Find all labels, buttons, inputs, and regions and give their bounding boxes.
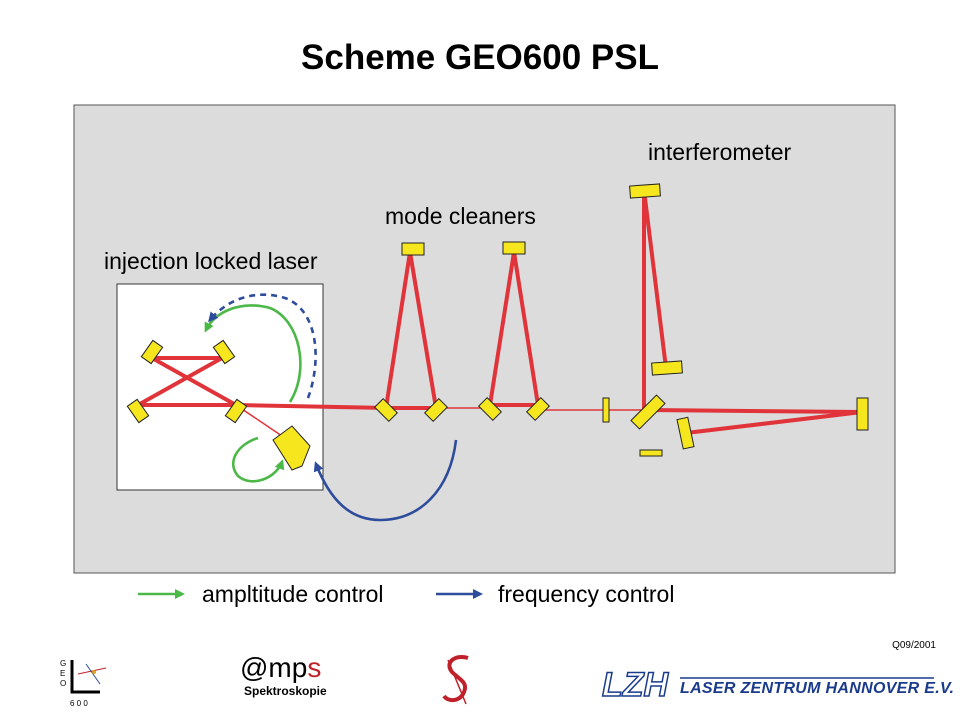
label-interferometer: interferometer xyxy=(648,139,792,165)
ifo-far-mirror xyxy=(856,397,869,431)
lzh-mark: LZH xyxy=(602,666,670,702)
mc2-right-mirror xyxy=(525,396,551,422)
master-laser xyxy=(272,425,311,471)
laser-mirror-bottom-right xyxy=(224,398,248,424)
legend: ampltitude control frequency control xyxy=(138,581,674,607)
geo600-logo: G E O 6 0 0 xyxy=(56,656,116,708)
frequency-loop-upper-arrow xyxy=(208,293,317,399)
ifo-top-mirror xyxy=(629,183,661,199)
mps-wordmark: @mps xyxy=(240,652,322,683)
ifo-input-mirror xyxy=(602,397,610,423)
mps-logo: @mps Spektroskopie xyxy=(240,652,350,700)
label-injection-locked-laser: injection locked laser xyxy=(104,248,318,274)
laser-mirror-bottom-left xyxy=(126,398,150,424)
optics xyxy=(126,183,869,471)
geo-letter-o: O xyxy=(60,679,66,688)
ifo-fold-mirror xyxy=(676,416,695,450)
mc1-top-mirror xyxy=(401,242,425,256)
lzh-name: LASER ZENTRUM HANNOVER E.V. xyxy=(680,680,955,697)
ifo-mid-mirror xyxy=(651,360,683,376)
mc1-right-mirror xyxy=(423,397,449,423)
legend-amplitude-label: ampltitude control xyxy=(202,581,384,607)
amplitude-loop-upper-arrow xyxy=(204,304,302,403)
geo-letter-e: E xyxy=(60,669,65,678)
laser-mirror-top-right xyxy=(212,339,236,365)
mc2-left-mirror xyxy=(477,396,503,422)
geo-digits: 6 0 0 xyxy=(70,699,88,708)
page-title: Scheme GEO600 PSL xyxy=(301,38,659,77)
amplitude-loop-lower-arrow xyxy=(231,436,285,483)
frequency-loop-lower-arrow xyxy=(313,439,458,522)
beam-splitter xyxy=(630,394,666,430)
institute-s-logo xyxy=(438,652,478,708)
mc2-top-mirror xyxy=(502,241,526,255)
laser-beam-path xyxy=(136,188,864,435)
lzh-logo: LZH LASER ZENTRUM HANNOVER E.V. xyxy=(600,662,954,702)
ifo-bottom-mirror xyxy=(639,449,663,457)
version-stamp: Q09/2001 xyxy=(892,640,936,651)
mps-subtitle: Spektroskopie xyxy=(244,684,327,698)
laser-mirror-top-left xyxy=(140,339,164,365)
legend-frequency-label: frequency control xyxy=(498,581,674,607)
label-mode-cleaners: mode cleaners xyxy=(385,203,536,229)
mc1-left-mirror xyxy=(373,397,399,423)
geo-letter-g: G xyxy=(60,659,66,668)
